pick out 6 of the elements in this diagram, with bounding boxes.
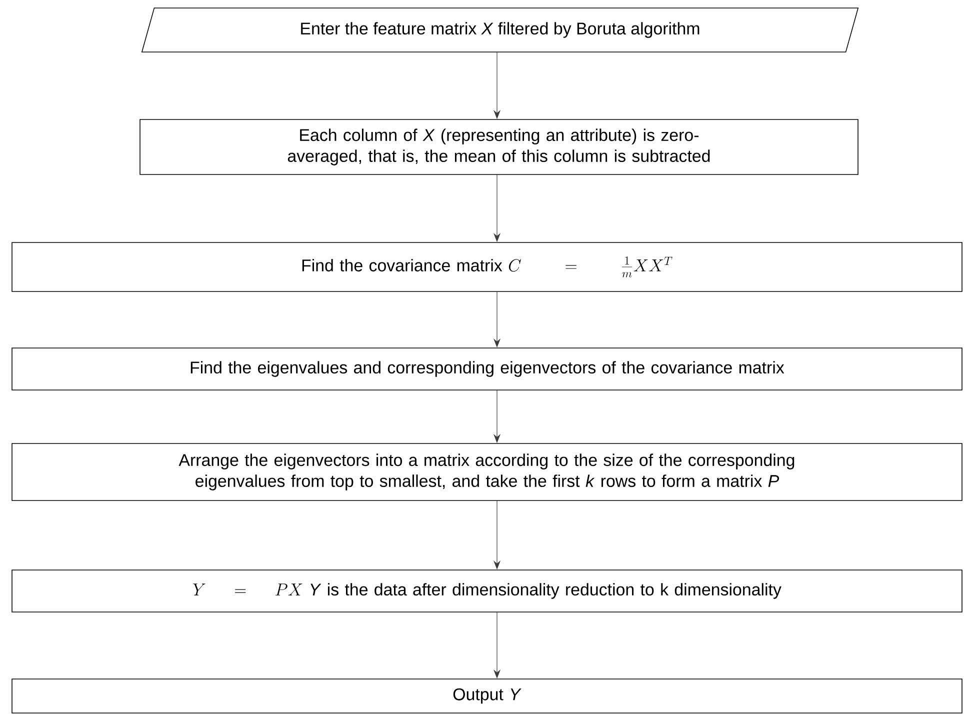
process-box: $Y=PX$ Y is the data after dimensionality reduction to k dimensionality — [12, 570, 962, 612]
process-box: Output Y — [12, 678, 962, 714]
process-box: Each column of X (representing an attribute) is zero-averaged, that is, the mean of this column is subtracted — [140, 119, 858, 175]
process-box: Find the eigenvalues and corresponding eigenvectors of the covariance matrix — [12, 348, 962, 390]
process-box: Find the covariance matrix $C=\frac{1}{m}XX^{T}$ — [12, 242, 962, 292]
process-box: Arrange the eigenvectors into a matrix according to the size of the corresponding eigenvalues from top to smallest, and take the first k rows to form a matrix P — [12, 443, 962, 501]
